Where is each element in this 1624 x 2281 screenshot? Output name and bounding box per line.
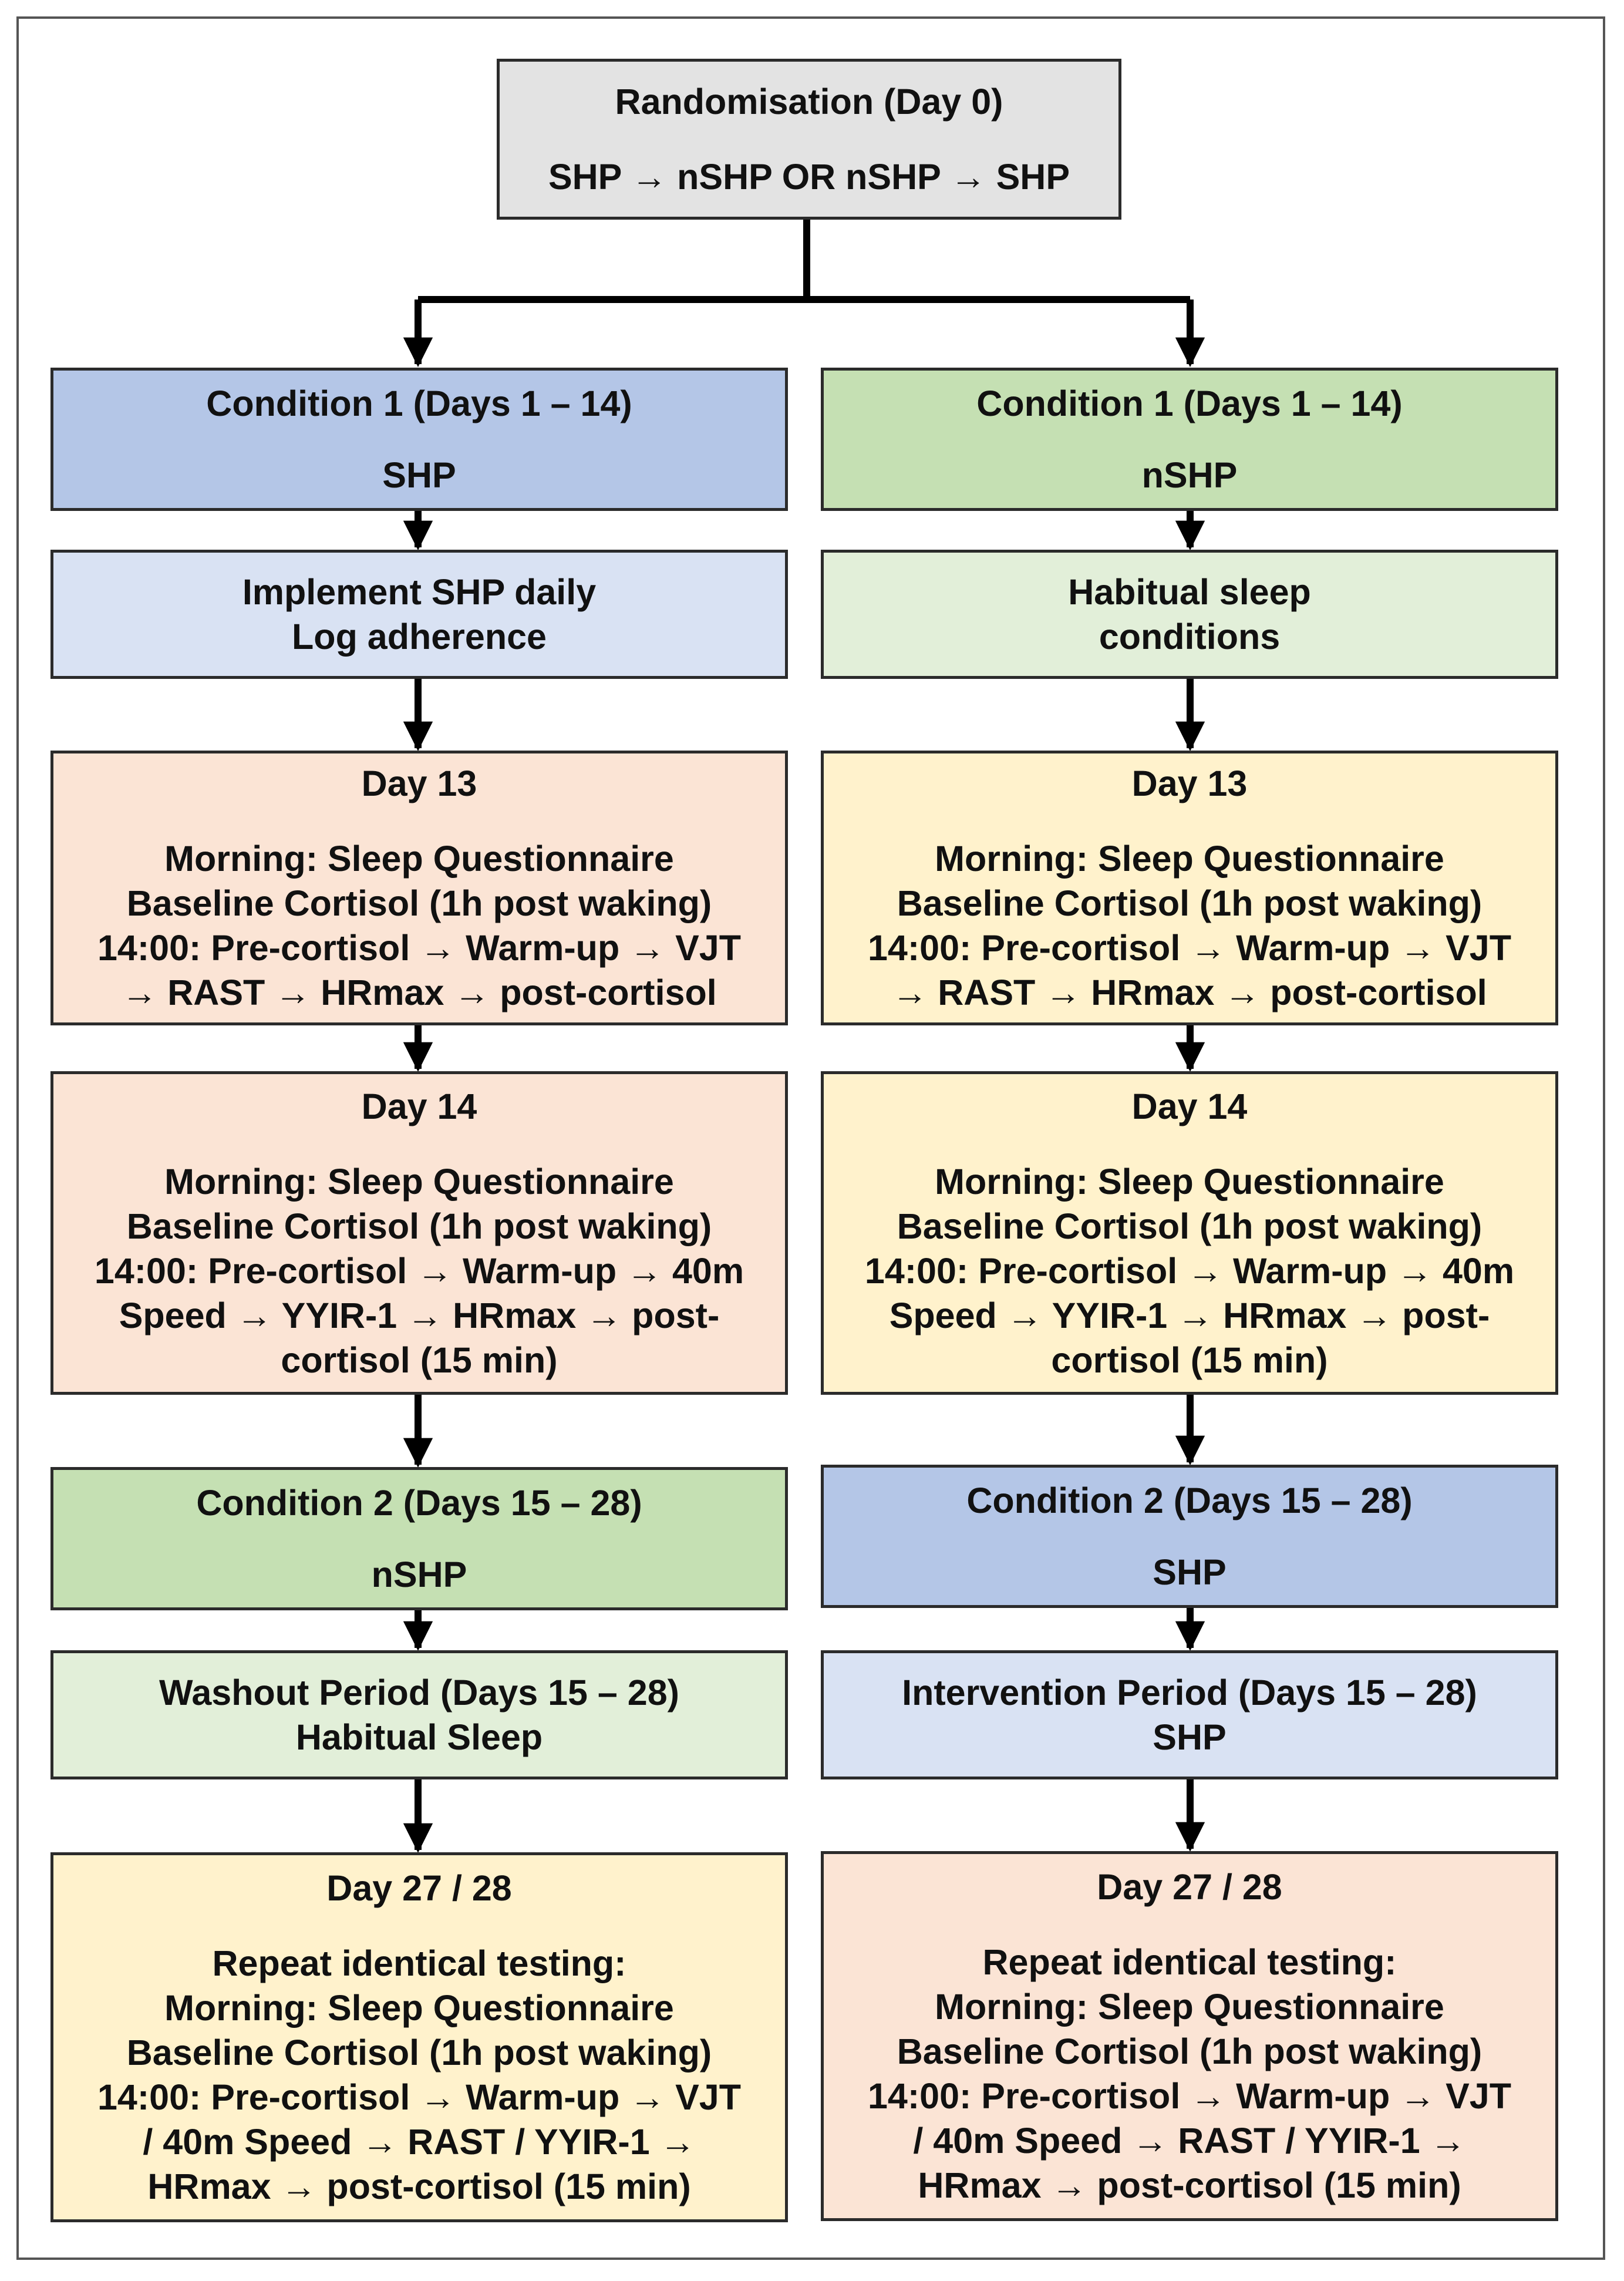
left-period2-line-1: Washout Period (Days 15 – 28) (159, 1673, 679, 1713)
right-condition2-title: Condition 2 (Days 15 – 28) (966, 1481, 1413, 1520)
left-day2728-line-6: HRmax → post-cortisol (15 min) (147, 2166, 691, 2206)
right-day14-line-2: Baseline Cortisol (1h post waking) (897, 1206, 1483, 1246)
left-day14-box: Day 14 Morning: Sleep Questionnaire Base… (50, 1071, 788, 1395)
left-day2728-title: Day 27 / 28 (326, 1868, 512, 1908)
right-day14-line-1: Morning: Sleep Questionnaire (935, 1161, 1444, 1202)
right-day14-line-4: Speed → YYIR-1 → HRmax → post- (889, 1295, 1490, 1335)
right-day13-line-3: 14:00: Pre-cortisol → Warm-up → VJT (868, 928, 1511, 968)
left-day2728-line-5: / 40m Speed → RAST / YYIR-1 → (143, 2122, 696, 2162)
right-day14-line-3: 14:00: Pre-cortisol → Warm-up → 40m (864, 1250, 1515, 1291)
right-condition1-box: Condition 1 (Days 1 – 14) nSHP (821, 368, 1558, 511)
left-condition1-title: Condition 1 (Days 1 – 14) (206, 383, 632, 423)
figure-frame (16, 16, 1605, 2260)
right-day14-box: Day 14 Morning: Sleep Questionnaire Base… (821, 1071, 1558, 1395)
right-day2728-line-4: 14:00: Pre-cortisol → Warm-up → VJT (868, 2076, 1511, 2116)
left-day14-line-3: 14:00: Pre-cortisol → Warm-up → 40m (94, 1250, 744, 1291)
right-day13-title: Day 13 (1131, 763, 1248, 803)
left-day13-line-1: Morning: Sleep Questionnaire (164, 839, 674, 879)
right-day14-title: Day 14 (1131, 1086, 1248, 1126)
right-condition2-box: Condition 2 (Days 15 – 28) SHP (821, 1465, 1558, 1608)
left-day14-line-1: Morning: Sleep Questionnaire (164, 1161, 674, 1202)
right-day2728-line-3: Baseline Cortisol (1h post waking) (897, 2031, 1483, 2071)
left-day2728-line-2: Morning: Sleep Questionnaire (164, 1988, 674, 2028)
right-day2728-box: Day 27 / 28 Repeat identical testing: Mo… (821, 1851, 1558, 2221)
left-day14-line-4: Speed → YYIR-1 → HRmax → post- (119, 1295, 720, 1335)
left-day13-line-2: Baseline Cortisol (1h post waking) (126, 883, 712, 923)
left-condition1-box: Condition 1 (Days 1 – 14) SHP (50, 368, 788, 511)
right-day2728-line-6: HRmax → post-cortisol (15 min) (918, 2165, 1461, 2205)
left-day2728-line-3: Baseline Cortisol (1h post waking) (126, 2033, 712, 2073)
randomisation-subtitle: SHP → nSHP OR nSHP → SHP (548, 157, 1070, 197)
right-period1-line-1: Habitual sleep (1068, 572, 1311, 612)
left-day13-box: Day 13 Morning: Sleep Questionnaire Base… (50, 751, 788, 1025)
right-period1-line-2: conditions (1099, 617, 1281, 657)
left-day13-title: Day 13 (361, 763, 477, 803)
left-day14-title: Day 14 (361, 1086, 477, 1126)
right-period2-box: Intervention Period (Days 15 – 28) SHP (821, 1650, 1558, 1779)
right-day14-line-5: cortisol (15 min) (1051, 1340, 1328, 1380)
left-condition2-box: Condition 2 (Days 15 – 28) nSHP (50, 1467, 788, 1610)
left-day13-line-4: → RAST → HRmax → post-cortisol (122, 973, 717, 1012)
left-period1-line-2: Log adherence (292, 617, 547, 657)
left-day2728-line-4: 14:00: Pre-cortisol → Warm-up → VJT (97, 2077, 741, 2117)
left-condition2-subtitle: nSHP (371, 1555, 467, 1594)
right-day13-box: Day 13 Morning: Sleep Questionnaire Base… (821, 751, 1558, 1025)
right-day2728-title: Day 27 / 28 (1097, 1867, 1282, 1907)
left-period1-line-1: Implement SHP daily (242, 572, 597, 612)
left-day14-line-5: cortisol (15 min) (281, 1340, 558, 1380)
left-day2728-line-1: Repeat identical testing: (212, 1943, 626, 1983)
right-condition1-title: Condition 1 (Days 1 – 14) (976, 383, 1403, 423)
right-condition2-subtitle: SHP (1153, 1552, 1227, 1592)
right-period1-box: Habitual sleep conditions (821, 550, 1558, 679)
randomisation-box: Randomisation (Day 0) SHP → nSHP OR nSHP… (497, 59, 1121, 220)
randomisation-title: Randomisation (Day 0) (615, 82, 1003, 122)
right-day2728-line-2: Morning: Sleep Questionnaire (935, 1987, 1444, 2027)
right-day13-line-4: → RAST → HRmax → post-cortisol (892, 973, 1487, 1012)
right-day13-line-2: Baseline Cortisol (1h post waking) (897, 883, 1483, 923)
left-day13-line-3: 14:00: Pre-cortisol → Warm-up → VJT (97, 928, 741, 968)
right-day13-line-1: Morning: Sleep Questionnaire (935, 839, 1444, 879)
left-day14-line-2: Baseline Cortisol (1h post waking) (126, 1206, 712, 1246)
right-day2728-line-5: / 40m Speed → RAST / YYIR-1 → (913, 2121, 1466, 2161)
left-day2728-box: Day 27 / 28 Repeat identical testing: Mo… (50, 1852, 788, 2222)
right-period2-line-1: Intervention Period (Days 15 – 28) (902, 1673, 1477, 1713)
left-condition2-title: Condition 2 (Days 15 – 28) (196, 1483, 642, 1523)
right-day2728-line-1: Repeat identical testing: (982, 1942, 1397, 1982)
left-condition1-subtitle: SHP (382, 455, 456, 495)
left-period1-box: Implement SHP daily Log adherence (50, 550, 788, 679)
left-period2-line-2: Habitual Sleep (295, 1717, 543, 1757)
right-period2-line-2: SHP (1153, 1717, 1227, 1757)
left-period2-box: Washout Period (Days 15 – 28) Habitual S… (50, 1650, 788, 1779)
right-condition1-subtitle: nSHP (1141, 455, 1238, 495)
